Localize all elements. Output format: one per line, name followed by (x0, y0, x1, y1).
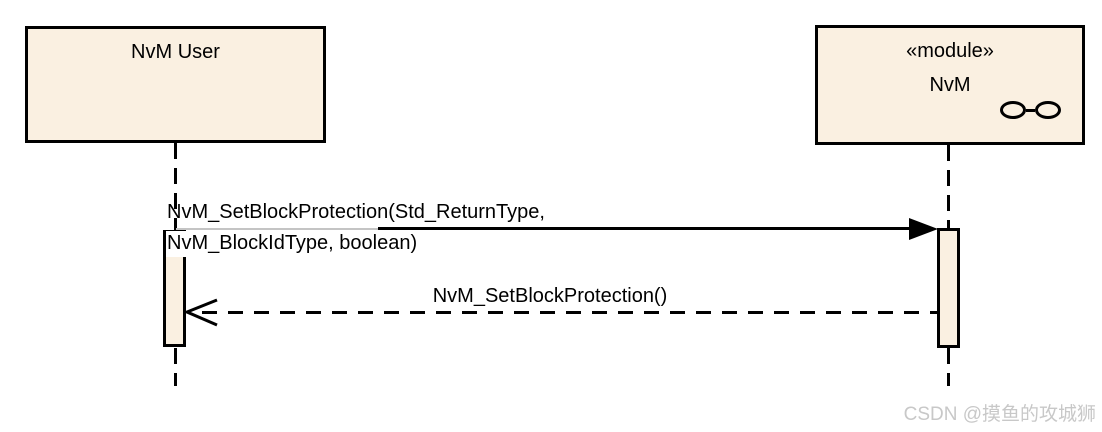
return-message-label: NvM_SetBlockProtection() (432, 285, 668, 307)
collaboration-link-icon (1026, 108, 1035, 112)
call-message-line (378, 227, 911, 230)
filled-arrowhead-icon (909, 218, 938, 240)
participant-box-nvm-module: «module» NvM (815, 25, 1085, 145)
watermark: CSDN @摸鱼的攻城狮 (903, 404, 1096, 425)
participant-name: NvM User (131, 41, 220, 63)
activation-bar-nvm (937, 228, 960, 348)
participant-box-nvm-user: NvM User (25, 26, 326, 143)
call-message-label-line1: NvM_SetBlockProtection(Std_ReturnType, (167, 201, 545, 223)
collaboration-ellipse-left-icon (1000, 101, 1026, 119)
lifeline-nvm-lower (947, 348, 950, 386)
collaboration-ellipse-right-icon (1035, 101, 1061, 119)
call-message-label-line2: NvM_BlockIdType, boolean) (166, 231, 423, 257)
open-arrowhead-icon (184, 298, 218, 327)
lifeline-nvm-user-lower (174, 348, 177, 386)
lifeline-nvm-upper (947, 145, 950, 229)
stereotype-label: «module» (906, 40, 994, 62)
call-message-line-under-label (176, 228, 378, 230)
participant-name: NvM (929, 74, 971, 96)
collaboration-icon (1000, 101, 1061, 119)
lifeline-nvm-user-upper (174, 143, 177, 231)
return-message-line (202, 311, 937, 314)
